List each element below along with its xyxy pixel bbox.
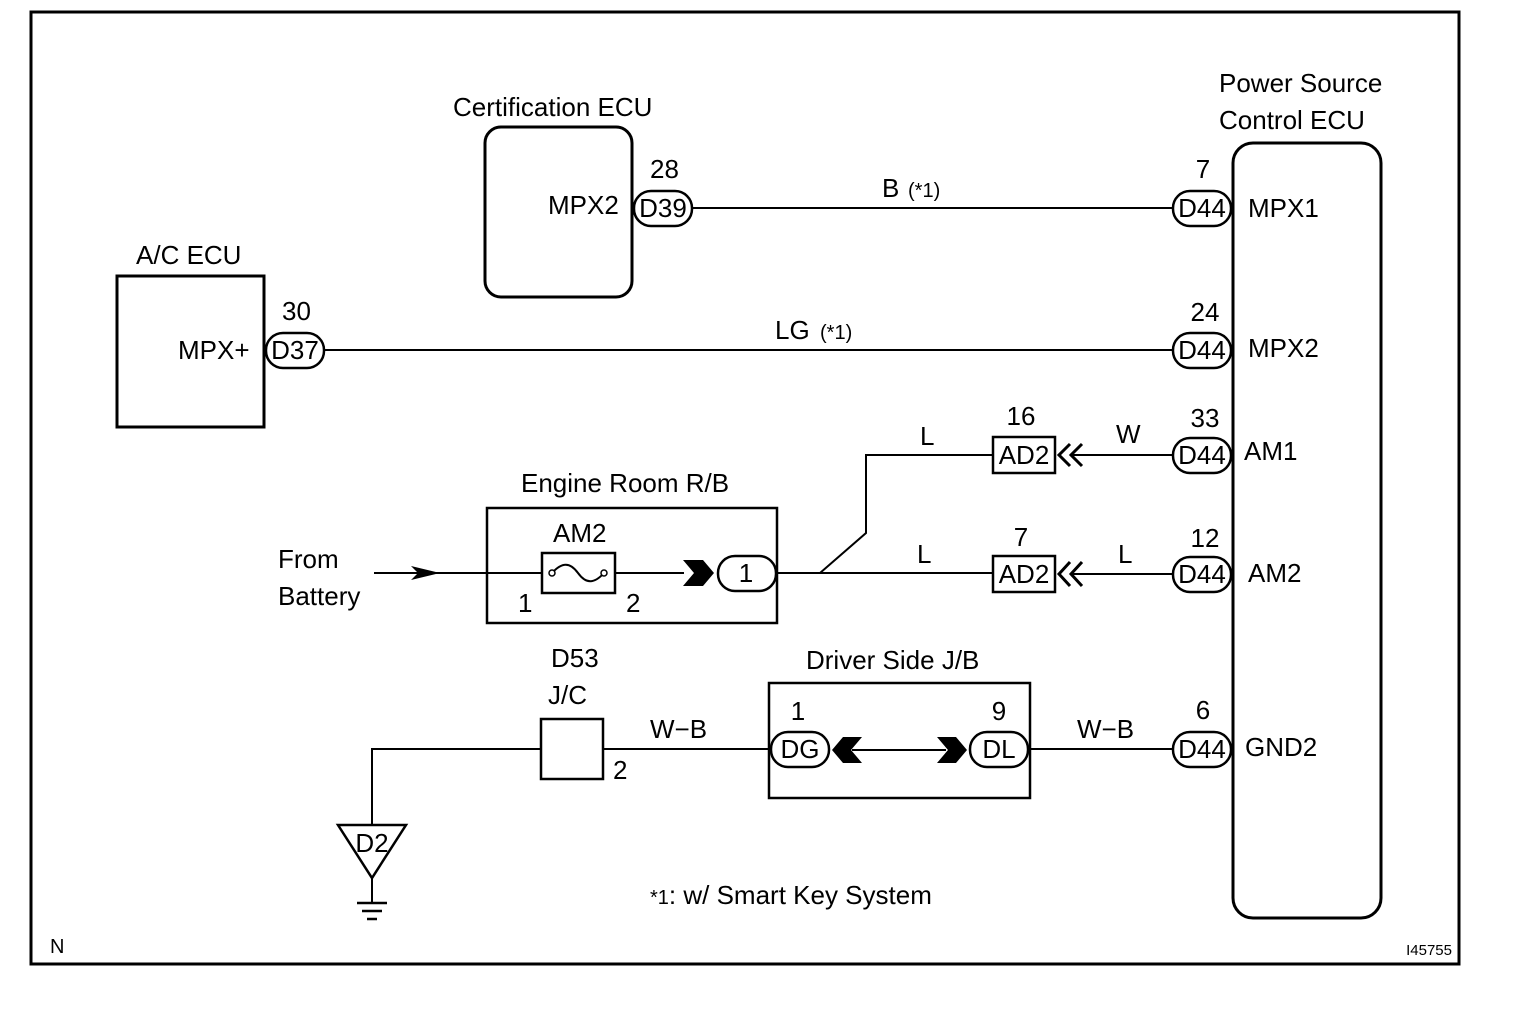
engine-room-relay-block: Engine Room R/B AM2 1 2 1 <box>485 468 779 625</box>
wire-gnd-left-color: W−B <box>650 714 707 744</box>
ac-ecu-title: A/C ECU <box>136 240 241 270</box>
ad2-upper-chevron-icon <box>1056 442 1072 468</box>
rb-connector-1-label: 1 <box>739 558 753 588</box>
rb-connector-chevron-icon <box>683 560 714 586</box>
wire-am1-left-color: L <box>920 421 934 451</box>
junction-name: D53 <box>551 643 599 673</box>
connector-d44-gnd2-label: D44 <box>1178 734 1226 764</box>
driver-jb-right-pin: 9 <box>992 696 1006 726</box>
ac-ecu-body <box>115 274 266 429</box>
ac-ecu-pin-number: 30 <box>282 296 311 326</box>
wire-b-note: (*1) <box>908 180 940 202</box>
certification-ecu-pin-number: 28 <box>650 154 679 184</box>
wire-am1-right-color: W <box>1116 419 1141 449</box>
driver-jb-left-pin: 1 <box>791 696 805 726</box>
source-line1: From <box>278 544 339 574</box>
ac-ecu-pin-name: MPX+ <box>178 335 250 365</box>
ad2-upper-pin: 16 <box>1007 401 1036 431</box>
ad2-upper-connector <box>991 435 1057 475</box>
wire-am2-right-color: L <box>1118 539 1132 569</box>
fuse-pin-right: 2 <box>626 588 640 618</box>
ad2-lower-label: AD2 <box>999 559 1050 589</box>
ground-point-icon <box>335 823 409 881</box>
psc-pin-gnd2-name: GND2 <box>1245 732 1317 762</box>
ad2-upper-label: AD2 <box>999 440 1050 470</box>
psc-pin-mpx1-number: 7 <box>1196 154 1210 184</box>
fuse-terminal-left <box>548 569 556 577</box>
fuse-pin-left: 1 <box>518 588 532 618</box>
footnote-text: : w/ Smart Key System <box>669 880 932 910</box>
wire-lg-color: LG <box>775 315 810 345</box>
wire-am2-left-color: L <box>917 539 931 569</box>
ad2-lower-pin: 7 <box>1014 522 1028 552</box>
driver-jb-right-chevron-icon <box>937 737 967 763</box>
connector-d44-am1-label: D44 <box>1178 440 1226 470</box>
arrow-right-icon <box>411 566 440 580</box>
psc-pin-am1-number: 33 <box>1191 403 1220 433</box>
junction-pin: 2 <box>613 755 627 785</box>
psc-pin-am2-name: AM2 <box>1248 558 1301 588</box>
wire-gnd-right-color: W−B <box>1077 714 1134 744</box>
driver-jb-title: Driver Side J/B <box>806 645 979 675</box>
ad2-lower-connector <box>991 554 1057 594</box>
engine-room-rb-title: Engine Room R/B <box>521 468 729 498</box>
connector-d44-mpx2-label: D44 <box>1178 335 1226 365</box>
ground-point-label: D2 <box>355 828 388 858</box>
ground-circuit: W−B W−B D53 J/C 2 D2 <box>335 643 1173 921</box>
power-source-control-ecu: Power Source Control ECU 7 D44 MPX1 24 D… <box>1171 68 1383 920</box>
driver-side-junction-block: Driver Side J/B 1 DG 9 DL <box>767 645 1032 800</box>
connector-dg-label: DG <box>781 734 820 764</box>
psc-ecu-title-line1: Power Source <box>1219 68 1382 98</box>
am-feed-wires: L L 16 AD2 W 7 AD2 L <box>776 401 1173 594</box>
fuse-terminal-right <box>600 569 608 577</box>
psc-ecu-body <box>1231 141 1383 920</box>
connector-dl-label: DL <box>982 734 1015 764</box>
wire-lg: LG (*1) <box>324 315 1173 351</box>
certification-ecu-title: Certification ECU <box>453 92 652 122</box>
wire-to-ground <box>371 748 541 825</box>
certification-ecu-body <box>483 125 634 299</box>
certification-ecu: Certification ECU MPX2 28 D39 <box>453 92 694 299</box>
figure-id: I45755 <box>1406 942 1452 959</box>
ac-ecu: A/C ECU MPX+ 30 D37 <box>115 240 326 429</box>
wire-b-color: B <box>882 173 899 203</box>
fuse-symbol-icon <box>551 563 605 583</box>
footnote: *1: w/ Smart Key System <box>650 880 932 910</box>
psc-pin-mpx1-name: MPX1 <box>1248 193 1319 223</box>
psc-pin-gnd2-number: 6 <box>1196 695 1210 725</box>
psc-pin-am1-name: AM1 <box>1244 436 1297 466</box>
source-line2: Battery <box>278 581 360 611</box>
wire-lg-note: (*1) <box>820 322 852 344</box>
psc-pin-mpx2-name: MPX2 <box>1248 333 1319 363</box>
fuse-am2-label: AM2 <box>553 518 606 548</box>
engine-room-rb-body <box>485 506 779 625</box>
connector-d44-am2-label: D44 <box>1178 559 1226 589</box>
psc-pin-mpx2-number: 24 <box>1191 297 1220 327</box>
wire-am1-left <box>819 454 992 574</box>
psc-ecu-title-line2: Control ECU <box>1219 105 1365 135</box>
driver-jb-left-chevron-icon <box>832 737 862 763</box>
connector-d37-label: D37 <box>271 335 319 365</box>
ad2-lower-chevron-icon <box>1056 560 1072 588</box>
corner-label-left: N <box>50 936 64 958</box>
junction-connector-d53 <box>539 717 605 781</box>
footnote-mark: *1 <box>650 887 669 909</box>
connector-d44-mpx1-label: D44 <box>1178 193 1226 223</box>
diagram-frame <box>29 10 1461 966</box>
psc-pin-am2-number: 12 <box>1191 523 1220 553</box>
connector-d39-label: D39 <box>639 193 687 223</box>
battery-source: From Battery <box>278 544 487 611</box>
wire-b: B (*1) <box>692 173 1173 209</box>
certification-ecu-pin-name: MPX2 <box>548 190 619 220</box>
junction-type: J/C <box>548 680 587 710</box>
driver-jb-body <box>767 681 1032 800</box>
